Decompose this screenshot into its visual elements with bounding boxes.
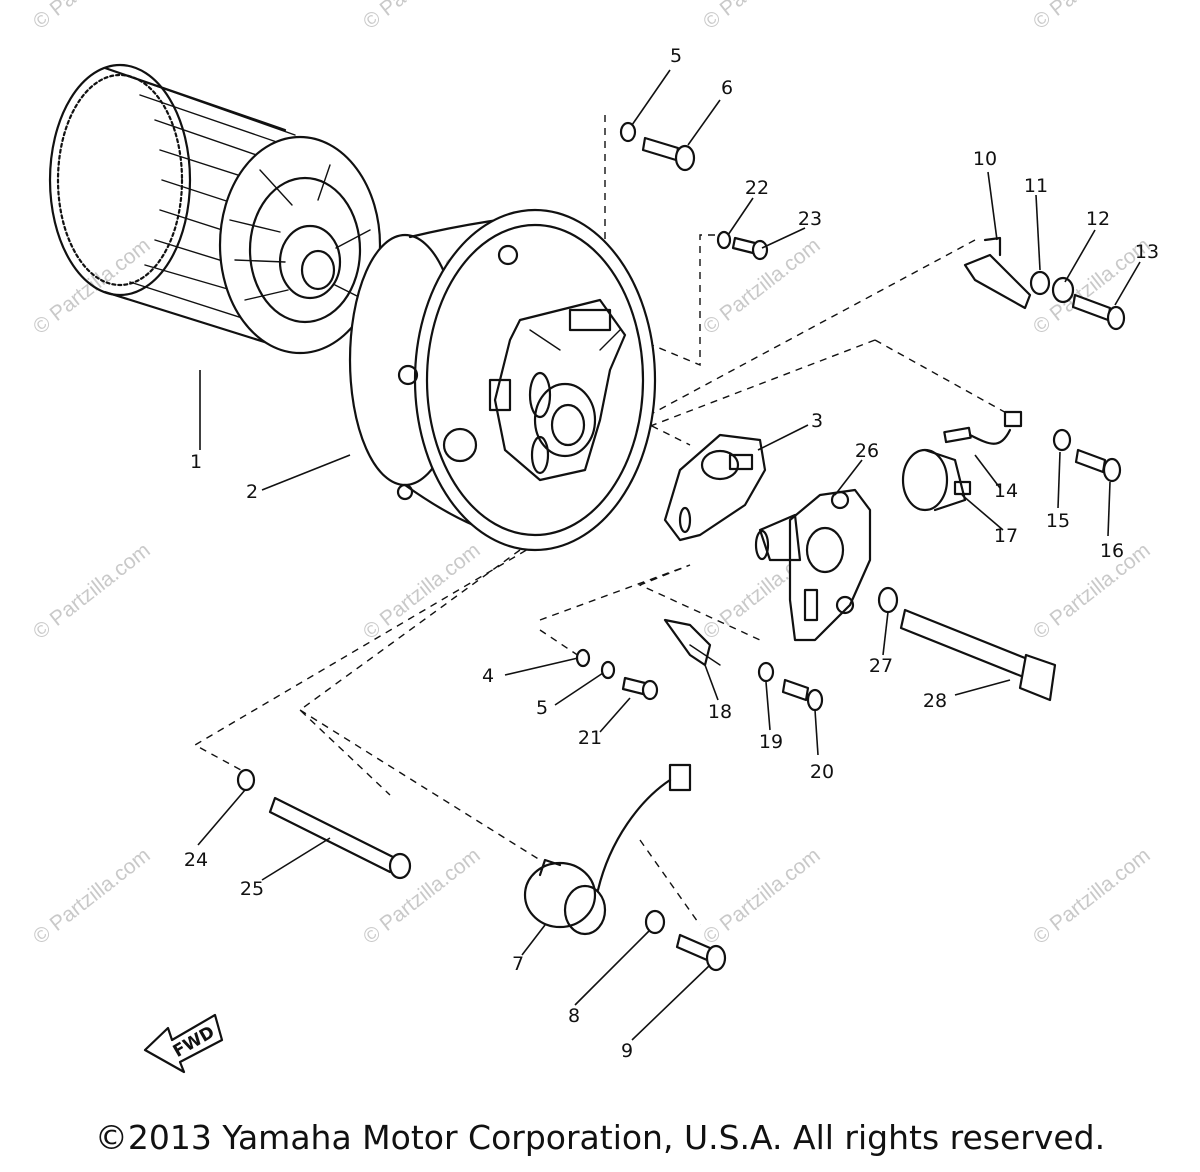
bracket-part-10 [963,236,1032,310]
leader-lines [197,69,1141,1041]
callout-28: 28 [923,690,947,712]
watermark: © Partzilla.com [359,0,485,34]
watermark: © Partzilla.com [1029,844,1155,949]
callout-6: 6 [721,77,733,99]
callout-25: 25 [240,878,264,900]
callout-16: 16 [1100,540,1124,562]
callout-24: 24 [184,849,208,871]
callout-12: 12 [1086,208,1110,230]
callout-22: 22 [745,177,769,199]
callout-3: 3 [811,410,823,432]
watermark: © Partzilla.com [29,0,155,34]
callout-1: 1 [190,451,202,473]
screws [268,136,1126,972]
fwd-arrow-icon: FWD [143,1013,224,1074]
lead-wire-part-14 [943,410,1023,445]
callout-21: 21 [578,727,602,749]
stator-housing-part-2 [348,208,657,552]
watermark: © Partzilla.com [1029,539,1155,644]
callout-20: 20 [810,761,834,783]
copyright-notice: ©2013 Yamaha Motor Corporation, U.S.A. A… [94,1118,1106,1157]
callout-4: 4 [482,665,494,687]
callout-2: 2 [246,481,258,503]
callout-numbers: 5 6 1 2 3 4 5 21 7 8 9 10 11 12 13 14 15… [184,45,1159,1062]
callout-13: 13 [1135,241,1159,263]
callout-18: 18 [708,701,732,723]
callout-23: 23 [798,208,822,230]
assembly-lines [193,115,1011,926]
watermark: © Partzilla.com [1029,0,1155,34]
callout-26: 26 [855,440,879,462]
contact-breaker-part-3 [663,433,767,542]
callout-9: 9 [621,1040,633,1062]
callout-15: 15 [1046,510,1070,532]
watermark: © Partzilla.com [29,844,155,949]
watermark: © Partzilla.com [699,0,825,34]
callout-8: 8 [568,1005,580,1027]
callout-11: 11 [1024,175,1048,197]
callout-19: 19 [759,731,783,753]
callout-17: 17 [994,525,1018,547]
callout-10: 10 [973,148,997,170]
callout-27: 27 [869,655,893,677]
watermark: © Partzilla.com [29,539,155,644]
callout-14: 14 [994,480,1018,502]
watermark: © Partzilla.com [359,539,485,644]
rotor-part-1 [48,63,382,355]
callout-7: 7 [512,953,524,975]
callout-5: 5 [670,45,682,67]
clip-part-18 [663,618,721,667]
washers [236,121,1075,935]
condenser-part-7 [523,763,692,936]
condenser-part-17 [901,448,972,512]
cam-plate-part-26 [754,488,872,642]
watermark: © Partzilla.com [699,844,825,949]
callout-5b: 5 [536,697,548,719]
